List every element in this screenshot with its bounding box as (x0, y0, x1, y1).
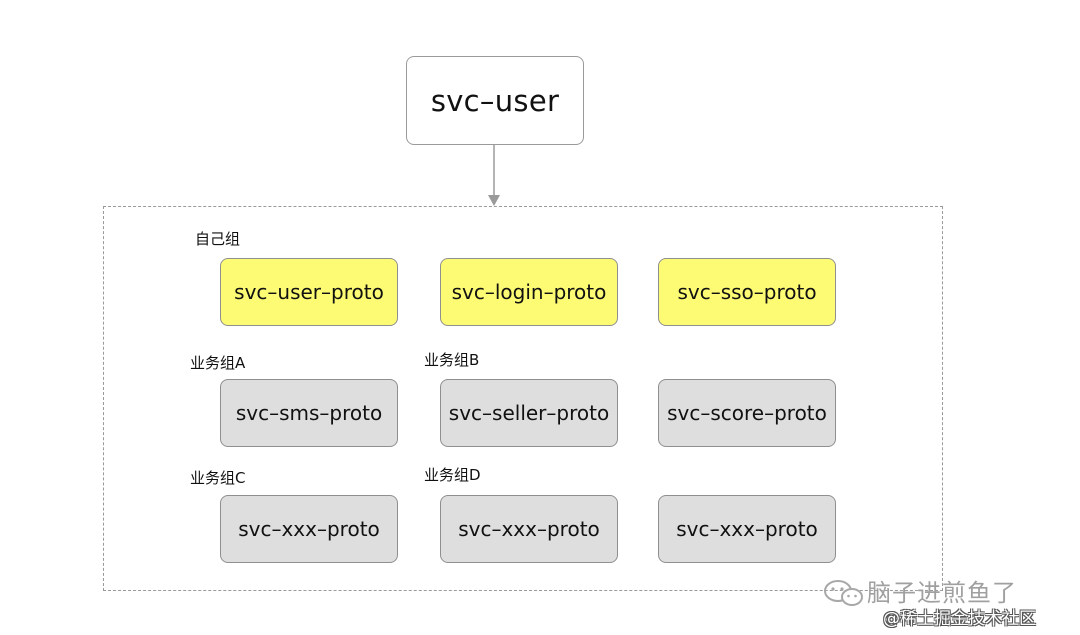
proto-node-svc-xxx-proto-d2: svc–xxx–proto (658, 495, 836, 563)
proto-node-label: svc–seller–proto (448, 401, 610, 425)
proto-node-label: svc–xxx–proto (458, 517, 600, 541)
group-label-biz-d: 业务组D (424, 466, 481, 484)
proto-node-label: svc–sms–proto (235, 401, 383, 425)
proto-node-label: svc–score–proto (667, 401, 827, 425)
proto-node-label: svc–user–proto (234, 280, 384, 304)
watermark-subtitle: @稀土掘金技术社区 (883, 609, 1036, 629)
proto-node-svc-login-proto: svc–login–proto (440, 258, 618, 326)
proto-node-label: svc–login–proto (451, 280, 607, 304)
wechat-icon (824, 580, 863, 606)
group-label-own: 自己组 (195, 230, 241, 248)
proto-group-frame (103, 206, 943, 591)
proto-node-svc-xxx-proto-d1: svc–xxx–proto (440, 495, 618, 563)
proto-node-svc-seller-proto: svc–seller–proto (440, 379, 618, 447)
watermark: 脑子进煎鱼了 @稀土掘金技术社区 (823, 573, 1068, 629)
proto-node-svc-score-proto: svc–score–proto (658, 379, 836, 447)
watermark-title: 脑子进煎鱼了 (867, 579, 1017, 607)
node-svc-user-label: svc–user (430, 83, 560, 118)
group-label-biz-a: 业务组A (190, 354, 246, 372)
node-svc-user: svc–user (406, 56, 584, 145)
proto-node-svc-xxx-proto-c: svc–xxx–proto (220, 495, 398, 563)
group-label-biz-b: 业务组B (424, 351, 480, 369)
proto-node-label: svc–xxx–proto (238, 517, 380, 541)
proto-node-svc-user-proto: svc–user–proto (220, 258, 398, 326)
proto-node-label: svc–sso–proto (677, 280, 817, 304)
group-label-biz-c: 业务组C (190, 469, 246, 487)
proto-node-svc-sso-proto: svc–sso–proto (658, 258, 836, 326)
proto-node-label: svc–xxx–proto (676, 517, 818, 541)
proto-node-svc-sms-proto: svc–sms–proto (220, 379, 398, 447)
